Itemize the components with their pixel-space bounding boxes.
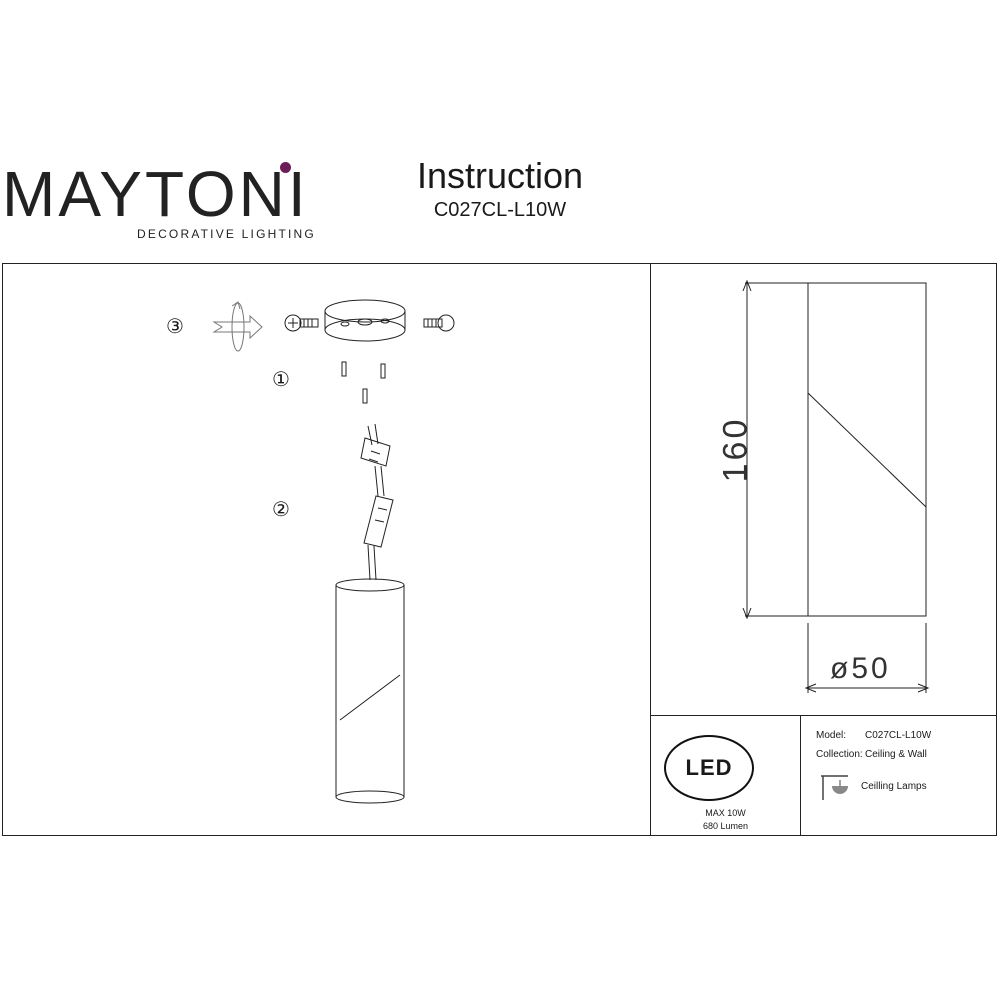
led-badge: LED xyxy=(664,735,754,801)
drawing-frame xyxy=(2,263,997,836)
brand-logo: MAYTONI xyxy=(2,158,309,230)
diameter-dimension-label: ø50 xyxy=(830,652,891,685)
terminal-connector-icon xyxy=(360,423,391,497)
info-divider xyxy=(800,715,801,836)
assembly-illustration xyxy=(212,299,455,804)
dimension-drawing xyxy=(742,279,930,693)
mounting-plate-icon xyxy=(324,299,406,342)
document-title: Instruction xyxy=(416,155,584,196)
rotate-arrow-icon xyxy=(212,301,263,352)
lamp-outline xyxy=(807,282,927,617)
brand-tagline: DECORATIVE LIGHTING xyxy=(137,227,316,241)
brand-logo-dot xyxy=(280,162,291,173)
step-3-label: ③ xyxy=(166,316,184,338)
step-1-label: ① xyxy=(272,369,290,391)
mounting-screw-left-icon xyxy=(284,314,319,332)
ceiling-lamp-icon xyxy=(821,775,848,800)
step-2-label: ② xyxy=(272,499,290,521)
led-driver-icon xyxy=(363,495,394,581)
small-screws-icon xyxy=(341,361,386,404)
lamp-cut-line xyxy=(807,392,927,508)
model-value: C027CL-L10W xyxy=(865,730,932,741)
lamp-body-icon xyxy=(335,578,405,804)
frame-divider-vertical xyxy=(650,263,651,836)
lamp-type-label: Ceilling Lamps xyxy=(861,781,927,792)
lumen-spec: 680 Lumen xyxy=(702,821,749,831)
height-dimension-label: 160 xyxy=(716,416,755,483)
power-spec: MAX 10W xyxy=(705,808,746,818)
mounting-screw-right-icon xyxy=(423,314,455,332)
collection-value: Ceiling & Wall xyxy=(865,749,927,760)
model-label: Model: xyxy=(816,730,847,741)
document-model-code: C027CL-L10W xyxy=(433,199,567,221)
collection-label: Collection: xyxy=(816,749,863,760)
frame-divider-horizontal xyxy=(650,715,997,716)
